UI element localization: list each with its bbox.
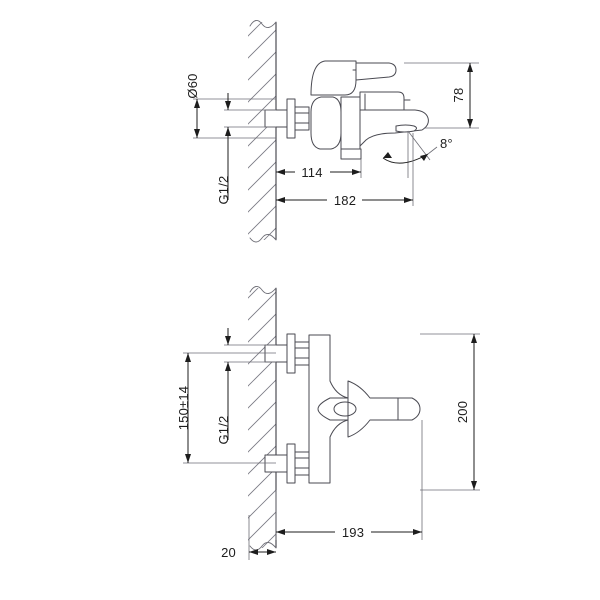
dim-length-193: 193 <box>275 420 423 540</box>
diverter-knob-side <box>340 148 362 160</box>
cartridge-cover-side <box>359 91 411 111</box>
hex-nut-upper <box>294 341 310 366</box>
hex-nut-facets-top <box>294 112 310 124</box>
housing-detail-ellipse <box>333 401 357 417</box>
inlet-pipe-lower <box>264 454 288 473</box>
dim-label-length-182: 182 <box>334 193 356 208</box>
dim-thread-g12-top: G1/2 <box>216 93 276 204</box>
dim-length-20: 20 <box>221 515 276 560</box>
spout-side <box>359 109 429 147</box>
dim-label-thread-g12-bottom: G1/2 <box>216 416 231 445</box>
wall-inlet-assembly-top <box>264 98 310 139</box>
body-block-side <box>340 96 361 150</box>
dim-label-thread-g12-top: G1/2 <box>216 176 231 205</box>
dim-label-diameter-60: Ø60 <box>185 73 200 98</box>
dim-diameter-60: Ø60 <box>185 73 276 139</box>
dim-height-200: 200 <box>420 333 480 491</box>
dim-height-150-tol-14: 150±14 <box>176 352 276 464</box>
handle-base-side <box>310 60 357 96</box>
mixer-body-front <box>308 334 421 484</box>
front-elevation-view: 150±14 G1/2 200 <box>176 286 480 560</box>
escutcheon-flange-top <box>286 98 296 139</box>
wall-break-top-lower <box>249 234 277 243</box>
dim-angle-8-deg: 8° <box>382 130 453 178</box>
dim-height-78: 78 <box>404 62 479 129</box>
cover-detail-side <box>364 93 411 111</box>
dim-label-length-20: 20 <box>221 545 236 560</box>
dim-label-height-150-tol-14: 150±14 <box>176 386 191 431</box>
side-elevation-view: Ø60 G1/2 78 8° <box>185 20 479 243</box>
dim-label-length-193: 193 <box>342 525 364 540</box>
dim-label-height-200: 200 <box>455 401 470 423</box>
hex-nut-facets-lower <box>294 457 310 469</box>
wall-section-bottom <box>248 286 277 551</box>
inlet-pipe-upper <box>264 344 288 363</box>
wall-inlet-assembly-upper <box>264 333 310 374</box>
wall-inlet-assembly-lower <box>264 443 310 484</box>
body-cylinder-side <box>310 96 342 150</box>
wall-break-bottom-upper <box>249 286 277 294</box>
mixer-body-side <box>310 96 361 150</box>
dim-label-length-114: 114 <box>301 165 322 180</box>
hex-nut-lower <box>294 451 310 476</box>
wall-hatching-top <box>248 22 276 240</box>
dim-length-182: 182 <box>276 133 414 208</box>
dim-thread-g12-bottom: G1/2 <box>216 328 276 444</box>
dim-length-114: 114 <box>276 159 362 180</box>
hex-nut-top <box>294 106 310 131</box>
diverter-block-side <box>340 148 362 160</box>
handle-knob-front <box>397 397 421 421</box>
dim-label-angle-8-deg: 8° <box>440 136 453 151</box>
wall-hatching-bottom <box>248 288 276 548</box>
dim-label-height-78: 78 <box>451 88 466 103</box>
wall-break-bottom-lower <box>249 542 277 551</box>
hex-nut-facets-upper <box>294 347 310 359</box>
lever-handle-side <box>310 60 397 96</box>
wall-section-top <box>248 20 277 243</box>
inlet-pipe-top <box>264 109 288 128</box>
escutcheon-flange-upper <box>286 333 296 374</box>
aerator-side <box>395 124 417 133</box>
wall-break-top-upper <box>249 20 277 28</box>
handle-lever-arm <box>355 62 397 81</box>
escutcheon-flange-lower <box>286 443 296 484</box>
cover-block-side <box>359 91 405 111</box>
spout-body-side <box>359 109 429 147</box>
